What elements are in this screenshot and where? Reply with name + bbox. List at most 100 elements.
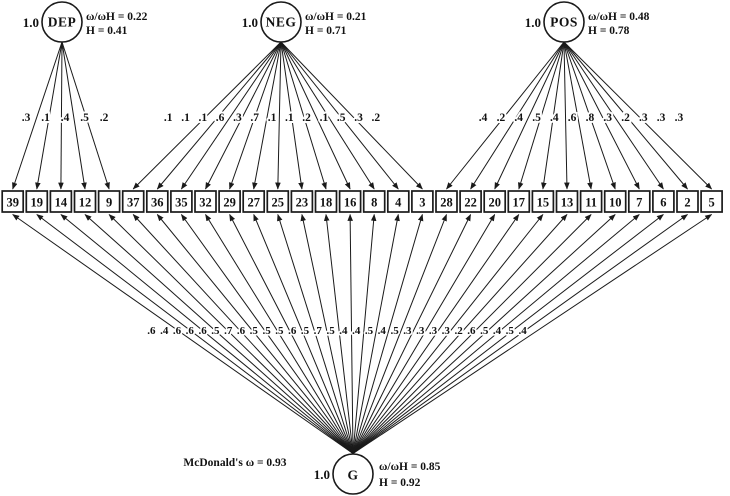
factor-stat-omega-neg: ω/ωH = 0.21 bbox=[305, 11, 367, 23]
g-loading-value: .5 bbox=[275, 325, 284, 337]
g-loading-arrow-item-9 bbox=[108, 214, 354, 454]
neg-loading-arrow-item-25 bbox=[275, 41, 282, 190]
dep-loading-arrow-item-9 bbox=[61, 41, 110, 190]
item-box-27 bbox=[242, 190, 266, 213]
neg-loading-value: .5 bbox=[337, 112, 346, 124]
factor-stat-h-pos: H = 0.78 bbox=[588, 25, 630, 37]
pos-loading-value: .3 bbox=[639, 112, 648, 124]
g-loading-value: .6 bbox=[288, 325, 297, 337]
g-loading-arrow-item-25 bbox=[277, 213, 354, 454]
item-number: 9 bbox=[106, 196, 112, 210]
neg-loading-arrow-item-23 bbox=[280, 41, 304, 190]
item-box-7 bbox=[627, 190, 651, 213]
item-box-14 bbox=[49, 190, 73, 213]
item-box-4 bbox=[386, 190, 410, 213]
factor-stat-h-g: H = 0.92 bbox=[379, 477, 421, 489]
factor-label-neg: NEG bbox=[266, 15, 297, 30]
dep-loading-arrow-item-12 bbox=[61, 41, 87, 190]
factor-label-pos: POS bbox=[550, 15, 578, 30]
g-loading-value: .4 bbox=[352, 325, 361, 337]
item-box-10 bbox=[603, 190, 627, 213]
item-box-23 bbox=[290, 190, 314, 213]
pos-loading-value: .8 bbox=[586, 112, 595, 124]
item-number: 32 bbox=[199, 196, 212, 210]
neg-loading-value: .2 bbox=[302, 112, 311, 124]
g-loading-arrow-item-32 bbox=[205, 213, 354, 454]
g-loading-value: .5 bbox=[211, 325, 220, 337]
pos-loading-arrow-item-11 bbox=[563, 41, 593, 190]
item-number: 11 bbox=[585, 196, 597, 210]
g-loading-arrow-item-14 bbox=[60, 214, 354, 454]
pos-loading-value: .4 bbox=[514, 112, 523, 124]
g-loading-value: .4 bbox=[518, 325, 527, 337]
item-number: 18 bbox=[320, 196, 333, 210]
item-number: 6 bbox=[660, 196, 666, 210]
item-number: 12 bbox=[79, 196, 92, 210]
item-box-15 bbox=[531, 190, 555, 213]
item-number: 27 bbox=[247, 196, 260, 210]
neg-loading-value: .1 bbox=[268, 112, 277, 124]
neg-loading-value: .1 bbox=[198, 112, 207, 124]
factor-circle-dep bbox=[41, 1, 83, 43]
item-number: 3 bbox=[419, 196, 425, 210]
item-number: 4 bbox=[395, 196, 402, 210]
g-loading-value: .6 bbox=[198, 325, 207, 337]
neg-loading-value: .3 bbox=[354, 112, 363, 124]
g-loading-value: .4 bbox=[339, 325, 348, 337]
g-loading-arrow-item-5 bbox=[352, 214, 713, 454]
g-loading-arrow-item-27 bbox=[253, 213, 354, 454]
g-loading-value: .5 bbox=[480, 325, 489, 337]
item-number: 29 bbox=[223, 196, 236, 210]
g-loading-value: .6 bbox=[147, 325, 156, 337]
g-loading-arrow-item-29 bbox=[229, 213, 354, 454]
g-loading-value: .4 bbox=[378, 325, 387, 337]
g-loading-arrow-item-22 bbox=[352, 213, 472, 454]
pos-loading-arrow-item-2 bbox=[563, 41, 688, 190]
pos-loading-value: .2 bbox=[497, 112, 506, 124]
pos-loading-value: .3 bbox=[603, 112, 612, 124]
neg-loading-value: .2 bbox=[371, 112, 380, 124]
item-number: 10 bbox=[609, 196, 622, 210]
item-box-11 bbox=[579, 190, 603, 213]
item-box-17 bbox=[507, 190, 531, 213]
g-loading-value: .7 bbox=[314, 325, 323, 337]
item-box-22 bbox=[459, 190, 482, 213]
g-loading-arrow-item-36 bbox=[156, 214, 354, 454]
pos-loading-arrow-item-6 bbox=[563, 41, 664, 190]
neg-loading-value: .1 bbox=[164, 112, 173, 124]
g-loading-arrow-item-4 bbox=[352, 213, 400, 454]
item-box-36 bbox=[145, 190, 169, 213]
item-box-12 bbox=[73, 190, 97, 213]
item-number: 37 bbox=[127, 196, 140, 210]
factor-stat-omega-pos: ω/ωH = 0.48 bbox=[588, 11, 650, 23]
g-loading-value: .6 bbox=[237, 325, 246, 337]
dep-loading-value: .3 bbox=[22, 112, 31, 124]
item-box-2 bbox=[676, 190, 699, 213]
item-number: 2 bbox=[684, 196, 690, 210]
neg-loading-arrow-item-29 bbox=[229, 41, 282, 190]
item-number: 8 bbox=[371, 196, 377, 210]
pos-loading-arrow-item-13 bbox=[563, 41, 570, 190]
pos-loading-arrow-item-28 bbox=[446, 41, 565, 190]
item-number: 22 bbox=[464, 196, 477, 210]
g-loading-arrow-item-11 bbox=[352, 214, 592, 454]
g-loading-value: .6 bbox=[173, 325, 182, 337]
item-number: 15 bbox=[537, 196, 550, 210]
item-box-5 bbox=[700, 190, 723, 213]
neg-loading-arrow-item-18 bbox=[280, 41, 327, 190]
pos-loading-value: .6 bbox=[568, 112, 577, 124]
factor-stat-h-dep: H = 0.41 bbox=[86, 25, 128, 37]
item-number: 36 bbox=[151, 196, 164, 210]
dep-loading-value: .2 bbox=[100, 112, 109, 124]
pos-loading-arrow-item-15 bbox=[541, 41, 565, 190]
pos-loading-arrow-item-10 bbox=[563, 41, 616, 190]
g-loading-arrow-item-3 bbox=[352, 213, 424, 454]
g-loading-arrow-item-16 bbox=[347, 213, 354, 454]
g-loading-arrow-item-6 bbox=[352, 214, 664, 454]
g-loading-value: .4 bbox=[493, 325, 502, 337]
g-loading-arrow-item-15 bbox=[352, 214, 544, 454]
dep-loading-value: .1 bbox=[41, 112, 50, 124]
factor-variance-pos: 1.0 bbox=[525, 15, 541, 30]
g-loading-value: .5 bbox=[365, 325, 374, 337]
